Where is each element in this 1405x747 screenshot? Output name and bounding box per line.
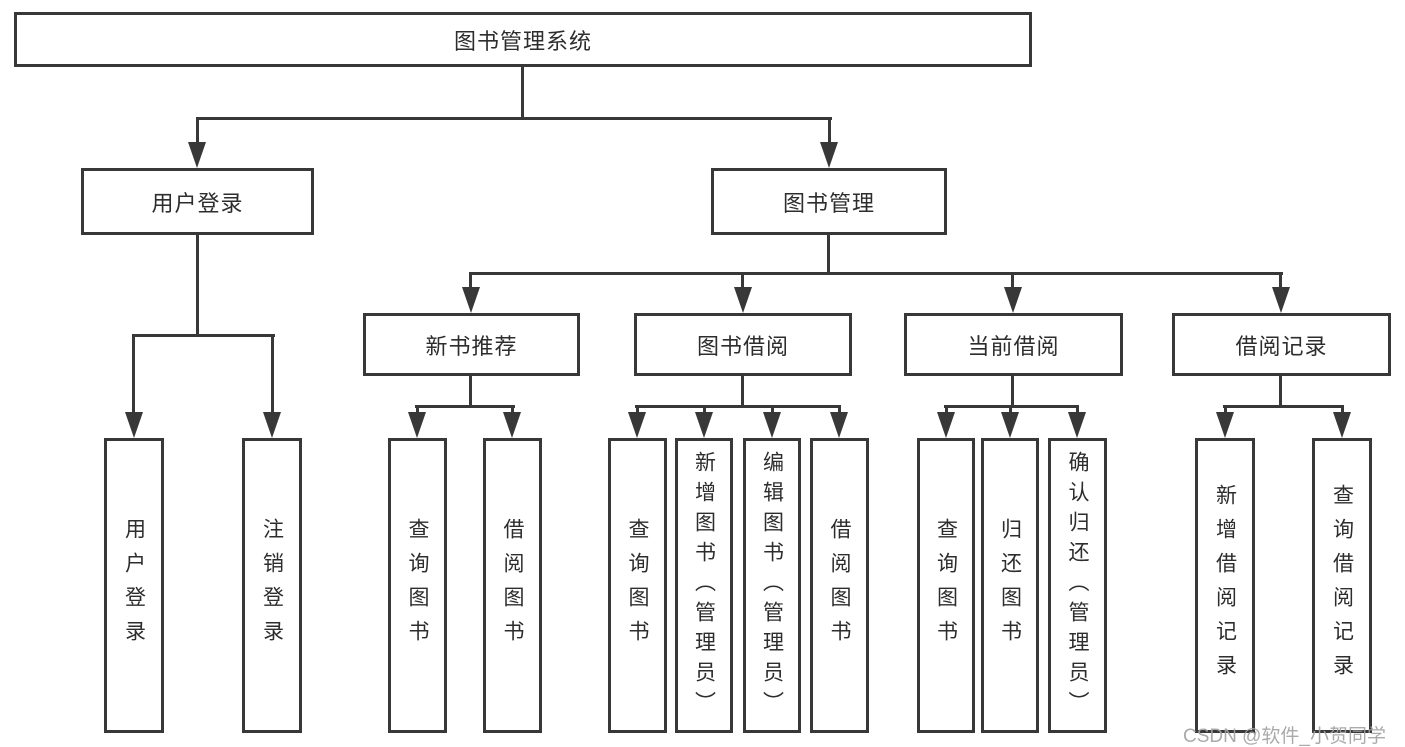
leaf-query-borrow-record: 查询借阅记录 <box>1312 438 1372 733</box>
connector-line <box>1279 376 1282 407</box>
connector-line <box>1009 405 1012 415</box>
arrowhead-down-icon <box>503 412 521 438</box>
connector-line <box>469 376 472 407</box>
node-label: 借阅图书 <box>501 517 524 654</box>
connector-line <box>469 274 472 289</box>
node-user-login: 用户登录 <box>81 168 314 235</box>
connector-line <box>636 405 639 415</box>
node-label: 查询借阅记录 <box>1330 483 1354 688</box>
arrowhead-down-icon <box>263 412 281 438</box>
connector-line <box>945 405 948 415</box>
node-label: 查询图书 <box>934 517 958 654</box>
node-label: 图书管理系统 <box>453 28 592 54</box>
arrowhead-down-icon <box>462 287 480 313</box>
leaf-return-book: 归还图书 <box>981 438 1039 733</box>
connector-line <box>132 336 135 414</box>
node-label: 用户登录 <box>151 190 244 216</box>
node-label: 新书推荐 <box>425 333 518 359</box>
connector-line <box>271 336 274 414</box>
node-label: 查询图书 <box>406 517 429 654</box>
arrowhead-down-icon <box>1333 412 1351 438</box>
arrowhead-down-icon <box>1004 287 1022 313</box>
leaf-confirm-return-admin: 确认归还（管理员） <box>1048 438 1107 733</box>
node-label: 借阅图书 <box>828 517 851 654</box>
arrowhead-down-icon <box>188 142 206 168</box>
leaf-add-book-admin: 新增图书（管理员） <box>675 438 733 733</box>
connector-line <box>416 405 419 415</box>
connector-line <box>1076 405 1079 415</box>
connector-line <box>741 376 744 407</box>
leaf-logout: 注销登录 <box>242 438 302 733</box>
node-book-borrow: 图书借阅 <box>634 313 852 376</box>
node-label: 注销登录 <box>260 517 284 654</box>
connector-line <box>741 274 744 289</box>
leaf-borrow-book-recommend: 借阅图书 <box>483 438 542 733</box>
node-label: 新增借阅记录 <box>1213 483 1237 688</box>
arrowhead-down-icon <box>830 412 848 438</box>
connector-line <box>635 405 841 408</box>
connector-line <box>196 235 199 336</box>
node-label: 当前借阅 <box>967 333 1060 359</box>
arrowhead-down-icon <box>734 287 752 313</box>
arrowhead-down-icon <box>1272 287 1290 313</box>
connector-line <box>828 117 831 146</box>
arrowhead-down-icon <box>937 412 955 438</box>
arrowhead-down-icon <box>1001 412 1019 438</box>
arrowhead-down-icon <box>125 412 143 438</box>
node-label: 归还图书 <box>998 517 1022 654</box>
leaf-user-login: 用户登录 <box>104 438 164 733</box>
connector-line <box>469 272 1283 275</box>
connector-line <box>703 405 706 415</box>
arrowhead-down-icon <box>820 142 838 168</box>
node-label: 图书借阅 <box>696 333 789 359</box>
connector-line <box>196 117 199 146</box>
arrowhead-down-icon <box>763 412 781 438</box>
node-borrow-record: 借阅记录 <box>1172 313 1391 376</box>
arrowhead-down-icon <box>1216 412 1234 438</box>
connector-line <box>415 405 515 408</box>
connector-line <box>1011 376 1014 407</box>
connector-line <box>838 405 841 415</box>
node-label: 图书管理 <box>782 190 875 216</box>
connector-line <box>1341 405 1344 415</box>
arrowhead-down-icon <box>695 412 713 438</box>
leaf-borrow-book: 借阅图书 <box>810 438 869 733</box>
node-label: 用户登录 <box>122 517 146 654</box>
leaf-edit-book-admin: 编辑图书（管理员） <box>743 438 801 733</box>
node-label: 新增图书（管理员） <box>692 450 716 721</box>
node-label: 确认归还（管理员） <box>1066 450 1089 721</box>
connector-line <box>827 235 830 274</box>
node-library-system: 图书管理系统 <box>14 12 1032 67</box>
leaf-add-borrow-record: 新增借阅记录 <box>1195 438 1255 733</box>
leaf-query-book-recommend: 查询图书 <box>388 438 447 733</box>
leaf-query-book-current: 查询图书 <box>917 438 975 733</box>
watermark: CSDN @软件_小贺同学 <box>1183 726 1386 747</box>
arrowhead-down-icon <box>1068 412 1086 438</box>
arrowhead-down-icon <box>628 412 646 438</box>
connector-line <box>1224 405 1227 415</box>
connector-line <box>1011 274 1014 289</box>
connector-line <box>521 67 524 118</box>
connector-line <box>511 405 514 415</box>
node-label: 查询图书 <box>626 517 649 654</box>
node-label: 借阅记录 <box>1235 333 1328 359</box>
connector-line <box>132 334 275 337</box>
arrowhead-down-icon <box>408 412 426 438</box>
connector-line <box>1223 405 1344 408</box>
node-label: 编辑图书（管理员） <box>760 450 784 721</box>
connector-line <box>196 117 832 120</box>
leaf-query-book-borrow: 查询图书 <box>608 438 667 733</box>
node-new-book-recommend: 新书推荐 <box>363 313 580 376</box>
node-book-management: 图书管理 <box>711 168 947 235</box>
node-current-borrow: 当前借阅 <box>904 313 1123 376</box>
connector-line <box>1279 274 1282 289</box>
connector-line <box>771 405 774 415</box>
